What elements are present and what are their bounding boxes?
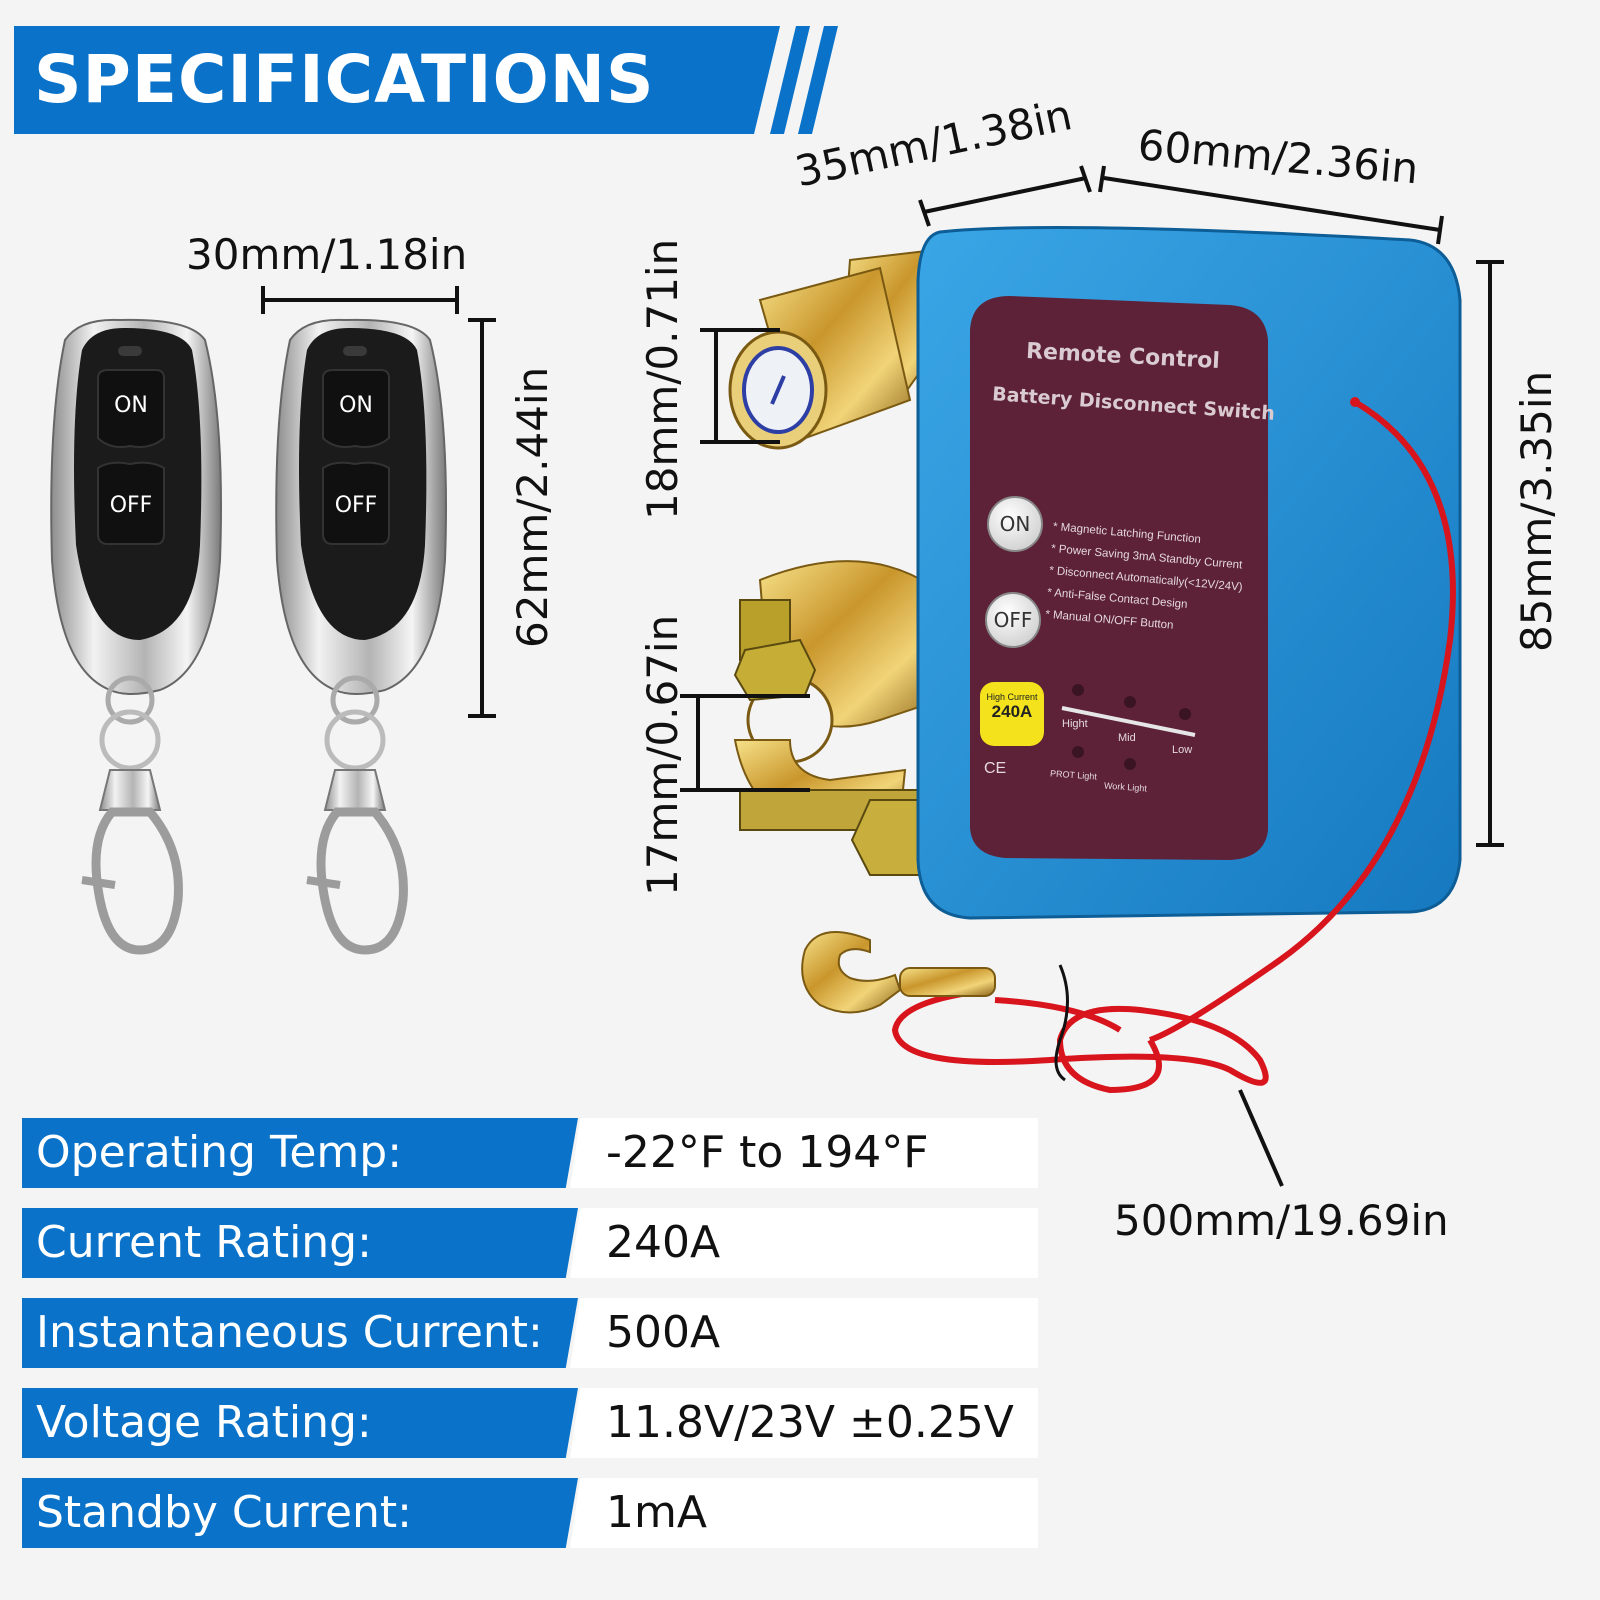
spec-row: Operating Temp: -22°F to 194°F [22,1118,1038,1188]
spec-label: Operating Temp: [36,1127,403,1178]
spec-value: 11.8V/23V ±0.25V [606,1397,1014,1448]
spec-row: Instantaneous Current: 500A [22,1298,1038,1368]
spec-value: 1mA [606,1487,707,1538]
spec-label-background [22,1118,578,1188]
remote-fob-2 [275,318,447,955]
spec-value-background [570,1298,1038,1368]
clamp-size-label: 17mm/0.67in [638,614,687,896]
spec-value-background [570,1208,1038,1278]
header-stripes-decoration [740,26,838,134]
remote-1-off-button: OFF [109,493,153,518]
ring-terminal [801,931,1069,1082]
high-current-badge: High Current 240A [980,692,1044,722]
badge-value: 240A [991,702,1033,721]
spec-value: -22°F to 194°F [606,1127,929,1178]
spec-label-background [22,1298,578,1368]
post-diameter-label: 18mm/0.71in [638,238,687,520]
height-label: 85mm/3.35in [1512,370,1561,652]
spec-row: Standby Current: 1mA [22,1478,1038,1548]
level-high-label: Hight [1062,718,1088,730]
remote-2-on-button: ON [339,393,373,418]
remote-1-on-button: ON [114,393,148,418]
spec-label-background [22,1388,578,1458]
header-banner [14,26,754,134]
spec-value: 500A [606,1307,721,1358]
spec-value: 240A [606,1217,721,1268]
clamp-terminal [733,560,950,876]
page-title: SPECIFICATIONS [34,41,655,118]
device-feature-list: * Magnetic Latching Function * Power Sav… [1044,516,1247,642]
spec-value-background [570,1478,1038,1548]
spec-label: Voltage Rating: [36,1397,372,1448]
spec-label: Current Rating: [36,1217,372,1268]
cable-length-label: 500mm/19.69in [1114,1196,1449,1245]
level-low-label: Low [1172,744,1193,756]
spec-value-background [570,1388,1038,1458]
spec-label: Instantaneous Current: [36,1307,543,1358]
badge-caption: High Current [986,692,1038,702]
device-dimension-lines [680,165,1504,1187]
device-on-button-label: ON [999,512,1031,536]
remote-dimension-lines [261,286,496,718]
spec-label: Standby Current: [36,1487,412,1538]
remote-2-off-button: OFF [334,493,378,518]
spec-value-background [570,1118,1038,1188]
remote-width-label: 30mm/1.18in [186,230,468,279]
spec-label-background [22,1208,578,1278]
ce-mark: CE [984,760,1007,777]
remote-height-label: 62mm/2.44in [508,366,557,648]
remote-fob-1 [50,318,222,955]
red-cable [891,399,1456,1094]
switch-enclosure [916,226,1462,920]
device-off-button-label: OFF [993,608,1033,632]
spec-label-background [22,1478,578,1548]
spec-row: Voltage Rating: 11.8V/23V ±0.25V [22,1388,1038,1458]
spec-row: Current Rating: 240A [22,1208,1038,1278]
level-mid-label: Mid [1118,732,1136,744]
